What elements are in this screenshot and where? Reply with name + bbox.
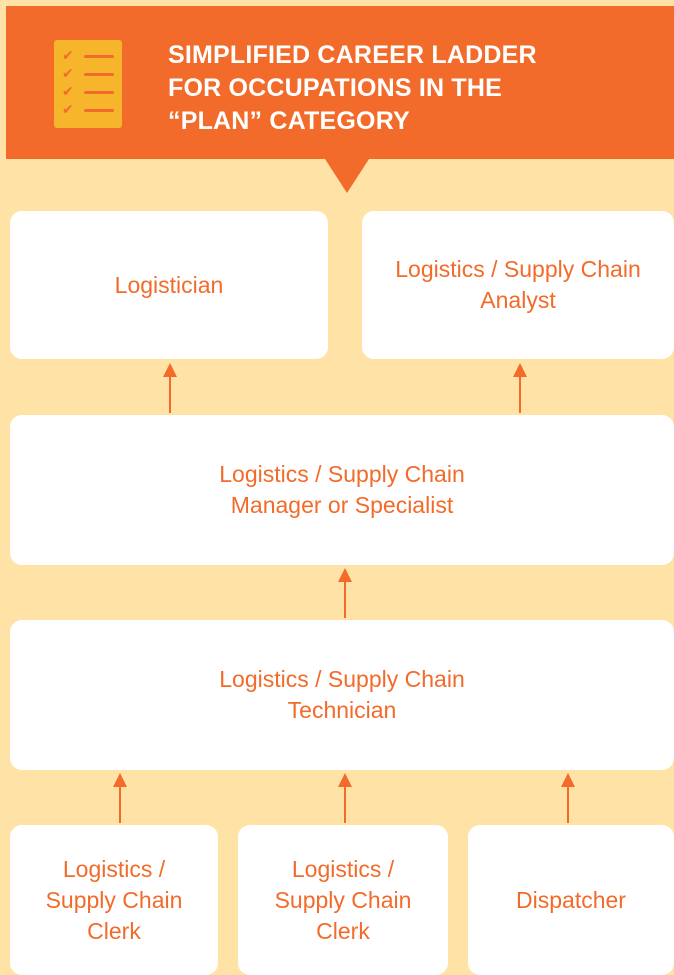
header-banner: ✔ ✔ ✔ ✔ SIMPLIFIED CAREER LADDER FOR OCC… [6,6,674,159]
arrow-up [513,363,527,413]
box-label-line: Analyst [480,287,556,313]
box-label-line: Supply Chain [45,886,183,913]
box-dispatcher: Dispatcher [468,825,674,975]
page-title: SIMPLIFIED CAREER LADDER FOR OCCUPATIONS… [168,39,628,138]
title-line: “PLAN” CATEGORY [168,107,410,135]
box-label-line: Logistics / Supply Chain [395,256,641,282]
box-label-line: Logistics / Supply Chain [219,461,465,487]
box-supply-chain-clerk: Logistics / Supply Chain Clerk [10,825,218,975]
arrow-up [338,568,352,618]
box-label-line: Logistician [114,271,224,298]
box-logistician: Logistician [10,211,328,359]
header-pointer [325,159,369,193]
page-border [0,0,674,6]
box-label-line: Logistics / Supply Chain [219,666,465,692]
title-line: SIMPLIFIED CAREER LADDER [168,41,537,69]
box-label-line: Technician [287,697,397,723]
box-label-line: Logistics / [291,855,395,882]
box-label-line: Dispatcher [516,886,626,913]
box-label-line: Manager or Specialist [230,492,454,518]
box-label-line: Logistics / [62,855,166,882]
box-label-line: Supply Chain [274,886,412,913]
box-supply-chain-analyst: Logistics / Supply Chain Analyst [362,211,674,359]
box-label-line: Clerk [316,917,370,944]
title-line: FOR OCCUPATIONS IN THE [168,74,503,102]
arrow-up [163,363,177,413]
arrow-up [338,773,352,823]
arrow-up [561,773,575,823]
checklist-icon: ✔ ✔ ✔ ✔ [54,40,122,128]
box-supply-chain-technician: Logistics / Supply Chain Technician [10,620,674,770]
arrow-up [113,773,127,823]
box-supply-chain-manager: Logistics / Supply Chain Manager or Spec… [10,415,674,565]
box-supply-chain-clerk: Logistics / Supply Chain Clerk [238,825,448,975]
box-label-line: Clerk [87,917,141,944]
